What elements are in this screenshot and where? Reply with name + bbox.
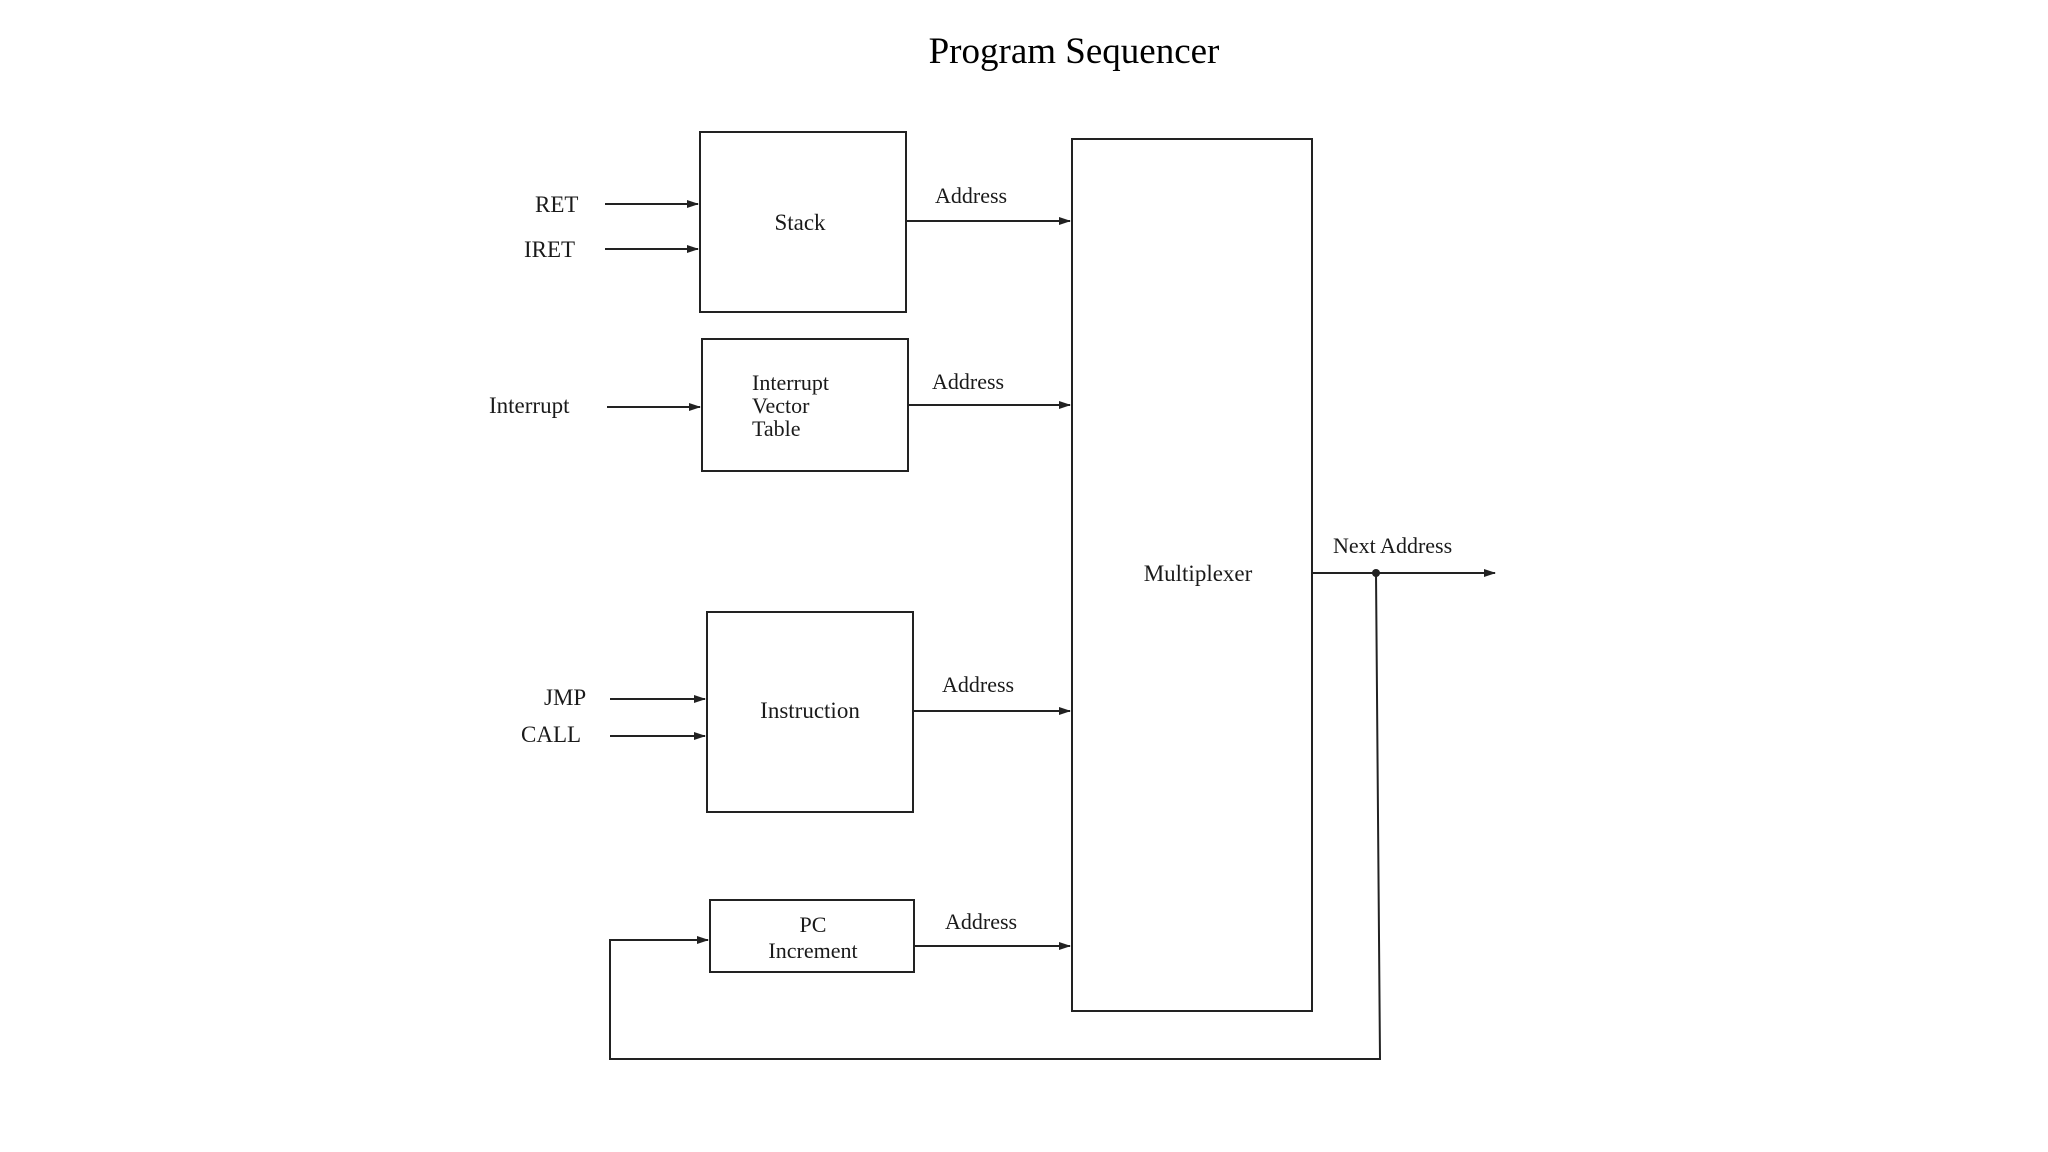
stack-address-label: Address (935, 183, 1007, 208)
iret-input-label: IRET (524, 237, 575, 262)
feedback-loop-wire (609, 572, 1382, 1060)
stack-label: Stack (774, 210, 826, 235)
pc-increment-label-line-1: PC (800, 912, 827, 937)
ivt-label-line-2: Vector (752, 393, 810, 418)
pc-increment-label-line-2: Increment (768, 938, 857, 963)
jmp-input-label: JMP (544, 685, 586, 710)
multiplexer-block (1071, 138, 1313, 1012)
pc-increment-block (709, 899, 915, 973)
multiplexer-label: Multiplexer (1144, 561, 1253, 586)
ret-input-label: RET (535, 192, 578, 217)
instruction-label: Instruction (760, 698, 860, 723)
call-input-label: CALL (521, 722, 581, 747)
instruction-address-label: Address (942, 672, 1014, 697)
ivt-address-label: Address (932, 369, 1004, 394)
ivt-label-line-3: Table (752, 416, 801, 441)
ivt-label-line-1: Interrupt (752, 370, 829, 395)
next-address-label: Next Address (1333, 533, 1452, 558)
interrupt-input-label: Interrupt (489, 393, 570, 418)
pc-address-label: Address (945, 909, 1017, 934)
page-title: Program Sequencer (928, 31, 1220, 72)
